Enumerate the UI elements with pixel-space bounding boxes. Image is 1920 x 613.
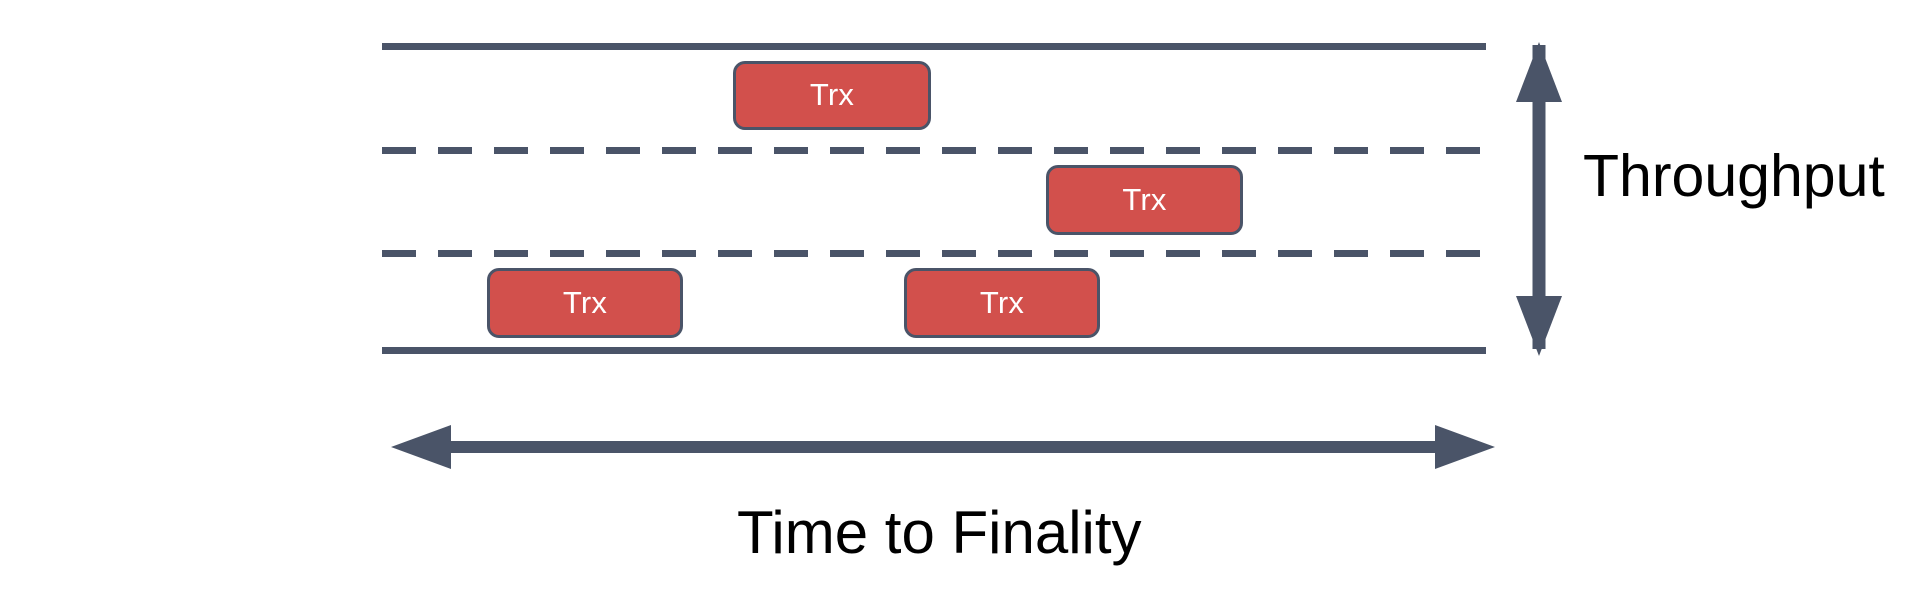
time-arrowhead-left	[391, 425, 451, 469]
throughput-axis-label: Throughput	[1583, 143, 1885, 209]
transaction-label: Trx	[562, 284, 608, 320]
transaction-block[interactable]: Trx	[487, 268, 683, 338]
lower-dashed-divider	[382, 250, 1486, 257]
transaction-label: Trx	[809, 77, 855, 112]
time-to-finality-axis-label: Time to Finality	[737, 499, 1142, 566]
time-arrowhead-right	[1435, 425, 1495, 469]
bottom-solid-boundary	[382, 347, 1486, 354]
throughput-arrow-shaft	[1532, 45, 1546, 349]
time-to-finality-arrow	[391, 425, 1495, 469]
upper-dashed-divider	[382, 147, 1486, 154]
top-solid-boundary	[382, 43, 1486, 50]
throughput-arrowhead-up	[1516, 42, 1562, 102]
time-arrow-shaft	[440, 441, 1450, 453]
transaction-block[interactable]: Trx	[733, 61, 931, 130]
transaction-label: Trx	[979, 284, 1025, 320]
throughput-arrow	[1516, 42, 1562, 356]
transaction-label: Trx	[1122, 181, 1167, 217]
transaction-block[interactable]: Trx	[1046, 165, 1243, 235]
transaction-block[interactable]: Trx	[904, 268, 1100, 338]
throughput-arrowhead-down	[1516, 296, 1562, 356]
